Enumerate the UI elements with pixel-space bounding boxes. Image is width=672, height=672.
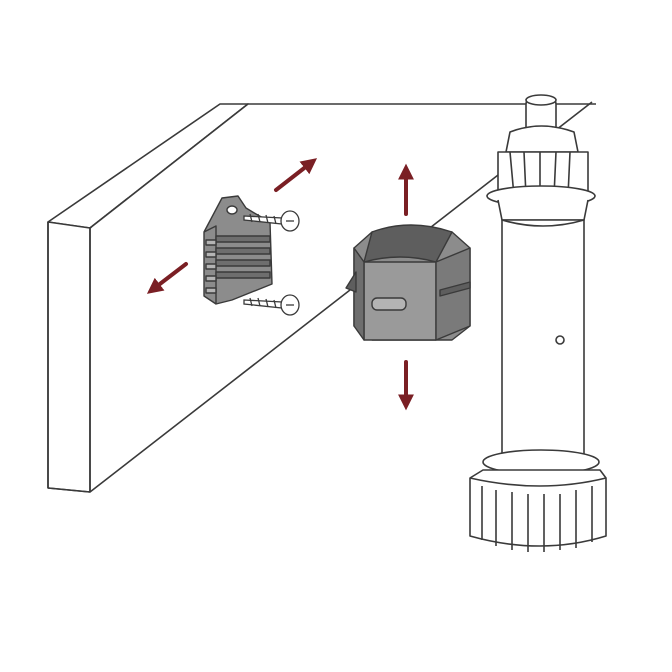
panel-bottom-edge xyxy=(47,487,91,493)
arrow-left xyxy=(146,262,188,294)
screw xyxy=(243,210,300,232)
screw xyxy=(243,294,300,316)
arrow-right xyxy=(274,158,318,192)
arrows xyxy=(146,158,414,411)
mounting-plate xyxy=(203,195,273,305)
leg-clip xyxy=(345,224,471,341)
adjustable-leg xyxy=(469,94,607,552)
